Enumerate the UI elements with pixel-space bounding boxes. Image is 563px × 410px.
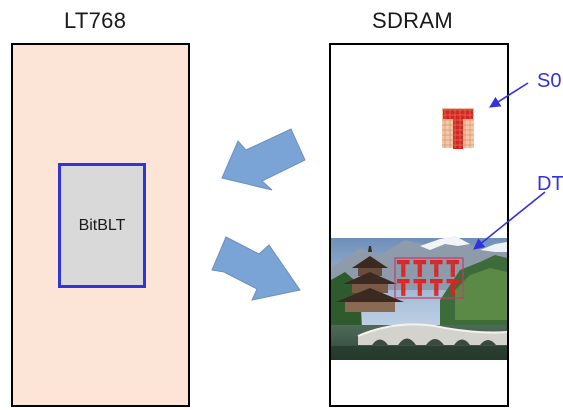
dt-pointer-line xyxy=(473,191,546,250)
bitblt-engine-box: BitBLT xyxy=(58,163,146,288)
dest-t-glyph xyxy=(397,260,410,277)
dest-t-glyph xyxy=(446,260,460,277)
lt768-chip-box xyxy=(11,43,190,407)
destination-glyph-region xyxy=(394,257,464,299)
block-arrow-right-icon xyxy=(211,236,301,301)
sdram-title: SDRAM xyxy=(372,8,453,33)
lt768-title: LT768 xyxy=(64,8,127,33)
dest-t-glyph xyxy=(413,279,427,296)
dest-t-glyph xyxy=(430,279,443,296)
bitblt-label: BitBLT xyxy=(78,216,126,234)
block-arrow-left-icon xyxy=(221,128,306,191)
source-label: S0 xyxy=(537,70,562,92)
s0-pointer-line xyxy=(489,82,529,108)
dest-t-glyph xyxy=(446,279,460,296)
dest-t-glyph xyxy=(430,260,443,277)
dest-t-glyph xyxy=(413,260,427,277)
t-glyph-icon xyxy=(442,108,474,149)
destination-label: DT xyxy=(537,173,563,195)
dest-t-glyph xyxy=(397,279,410,296)
